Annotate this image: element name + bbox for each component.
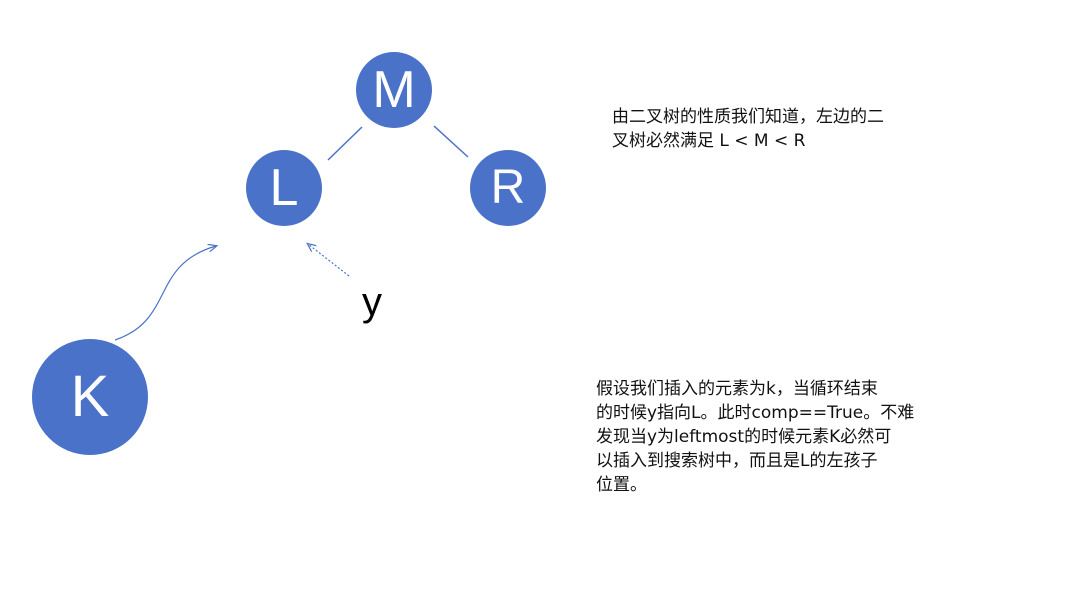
tree-node-r-label: R [490, 161, 526, 214]
bst-property-note-line: 叉树必然满足 L < M < R [612, 131, 806, 151]
insertion-note-line: 假设我们插入的元素为k，当循环结束 [596, 379, 878, 399]
bst-property-note-line: 由二叉树的性质我们知道，左边的二 [612, 107, 884, 127]
y-pointer-label: y [362, 280, 382, 324]
tree-node-m-label: M [372, 61, 416, 119]
k-insert-arrow [114, 246, 216, 341]
insertion-note-line: 以插入到搜索树中，而且是L的左孩子 [596, 451, 878, 471]
tree-node-r: R [470, 150, 546, 226]
tree-node-l-label: L [269, 159, 299, 217]
insertion-note-line: 位置。 [596, 475, 647, 495]
tree-node-l: L [246, 150, 322, 226]
insertion-note-line: 发现当y为leftmost的时候元素K必然可 [596, 427, 892, 447]
inserted-node-k-label: K [70, 364, 110, 429]
edge-m-r [433, 125, 469, 158]
bst-property-note: 由二叉树的性质我们知道，左边的二 叉树必然满足 L < M < R [612, 105, 982, 153]
tree-node-m: M [356, 52, 432, 128]
insertion-note: 假设我们插入的元素为k，当循环结束 的时候y指向L。此时comp==True。不… [596, 377, 976, 497]
y-pointer-arrow [308, 244, 350, 277]
edge-m-l [327, 126, 363, 161]
inserted-node-k: K [32, 339, 148, 455]
insertion-note-line: 的时候y指向L。此时comp==True。不难 [596, 403, 915, 423]
